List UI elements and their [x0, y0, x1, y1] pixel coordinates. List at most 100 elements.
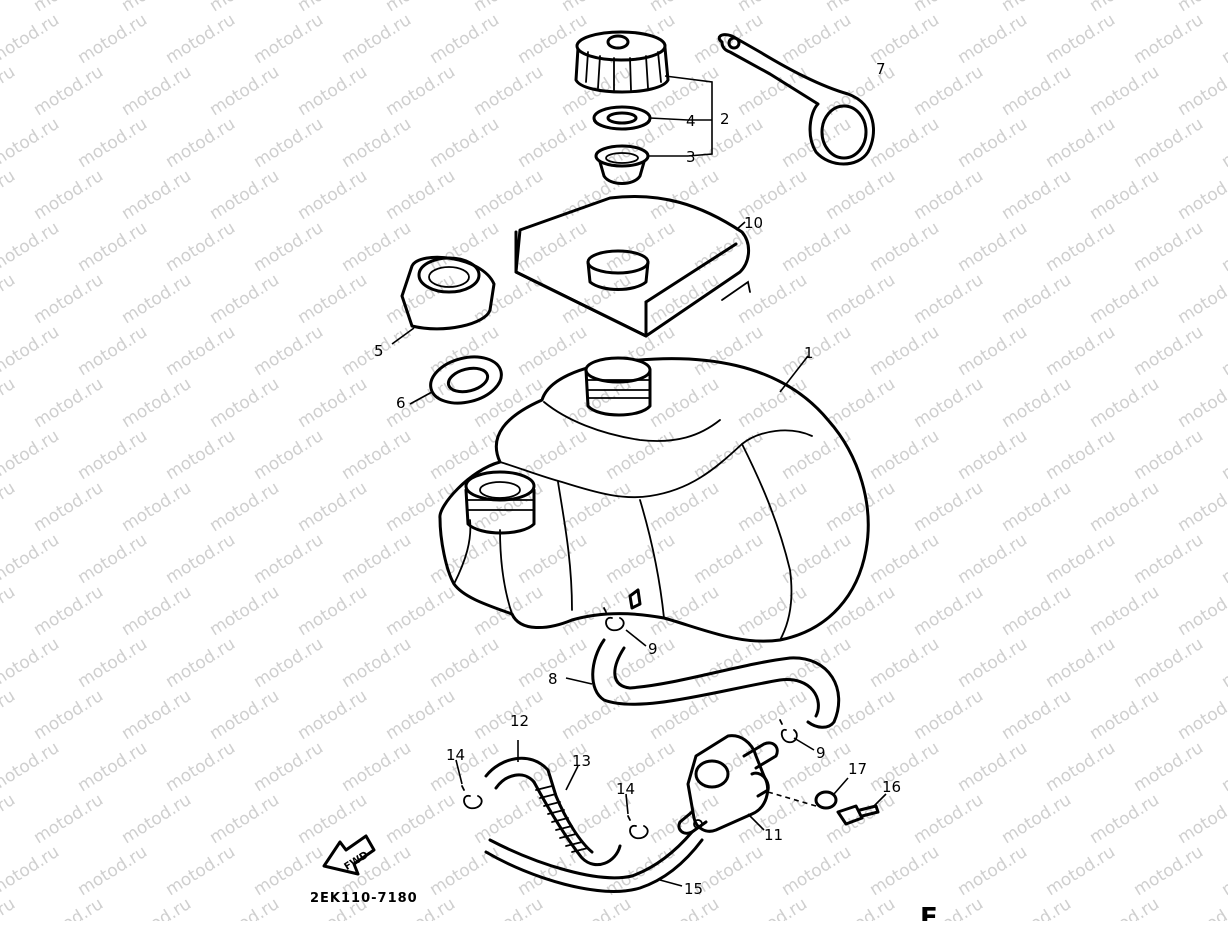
watermark-text: motod.ru: [250, 530, 327, 588]
watermark-text: motod.ru: [778, 842, 855, 900]
watermark-text: motod.ru: [1042, 634, 1119, 692]
watermark-text: motod.ru: [602, 530, 679, 588]
tank-side-neck: [464, 470, 536, 535]
watermark-text: motod.ru: [954, 10, 1031, 68]
watermark-text: motod.ru: [0, 166, 19, 224]
watermark-text: motod.ru: [1042, 738, 1119, 796]
long-hose-part-15: [484, 830, 704, 893]
watermark-text: motod.ru: [778, 322, 855, 380]
watermark-text: motod.ru: [866, 530, 943, 588]
watermark-text: motod.ru: [338, 426, 415, 484]
watermark-text: motod.ru: [998, 374, 1075, 432]
watermark-text: motod.ru: [382, 166, 459, 224]
watermark-text: motod.ru: [866, 426, 943, 484]
callout-16: 16: [882, 778, 901, 796]
watermark-text: motod.ru: [426, 114, 503, 172]
watermark-text: motod.ru: [910, 478, 987, 536]
watermark-text: motod.ru: [1130, 530, 1207, 588]
watermark-text: motod.ru: [250, 426, 327, 484]
watermark-text: motod.ru: [30, 790, 107, 848]
watermark-text: motod.ru: [734, 582, 811, 640]
watermark-text: motod.ru: [998, 894, 1075, 921]
watermark-text: motod.ru: [1130, 842, 1207, 900]
watermark-text: motod.ru: [646, 894, 723, 921]
watermark-text: motod.ru: [1086, 478, 1163, 536]
watermark-text: motod.ru: [30, 270, 107, 328]
diagram-code: 2EK110-7180: [310, 891, 418, 906]
watermark-text: motod.ru: [998, 62, 1075, 120]
watermark-text: motod.ru: [0, 634, 63, 692]
watermark-text: motod.ru: [206, 374, 283, 432]
watermark-text: motod.ru: [0, 62, 19, 120]
watermark-text: motod.ru: [1218, 738, 1228, 796]
watermark-text: motod.ru: [0, 10, 63, 68]
watermark-text: motod.ru: [954, 114, 1031, 172]
watermark-text: motod.ru: [382, 478, 459, 536]
watermark-text: motod.ru: [1130, 426, 1207, 484]
callout-2: 2: [720, 110, 730, 128]
watermark-text: motod.ru: [910, 0, 987, 16]
watermark-text: motod.ru: [1218, 842, 1228, 900]
watermark-text: motod.ru: [1042, 530, 1119, 588]
spring-hose-part-13: [532, 780, 622, 867]
watermark-text: motod.ru: [74, 218, 151, 276]
watermark-text: motod.ru: [250, 738, 327, 796]
watermark-text: motod.ru: [74, 322, 151, 380]
watermark-text: motod.ru: [866, 634, 943, 692]
watermark-text: motod.ru: [1086, 790, 1163, 848]
watermark-text: motod.ru: [602, 218, 679, 276]
watermark-text: motod.ru: [162, 530, 239, 588]
watermark-text: motod.ru: [514, 10, 591, 68]
watermark-text: motod.ru: [74, 738, 151, 796]
watermark-text: motod.ru: [382, 686, 459, 744]
watermark-text: motod.ru: [998, 582, 1075, 640]
watermark-text: motod.ru: [1174, 0, 1228, 16]
gasket-part-4: [592, 105, 652, 131]
watermark-text: motod.ru: [1174, 374, 1228, 432]
callout-1: 1: [804, 344, 814, 362]
watermark-text: motod.ru: [866, 738, 943, 796]
watermark-text: motod.ru: [206, 478, 283, 536]
watermark-text: motod.ru: [338, 218, 415, 276]
watermark-text: motod.ru: [206, 582, 283, 640]
watermark-text: motod.ru: [0, 270, 19, 328]
watermark-text: motod.ru: [778, 218, 855, 276]
watermark-text: motod.ru: [426, 842, 503, 900]
watermark-text: motod.ru: [294, 374, 371, 432]
watermark-text: motod.ru: [1130, 114, 1207, 172]
watermark-text: motod.ru: [1174, 270, 1228, 328]
watermark-text: motod.ru: [514, 530, 591, 588]
watermark-text: motod.ru: [338, 634, 415, 692]
watermark-text: motod.ru: [734, 894, 811, 921]
watermark-text: motod.ru: [382, 62, 459, 120]
watermark-text: motod.ru: [822, 478, 899, 536]
watermark-text: motod.ru: [1218, 218, 1228, 276]
watermark-text: motod.ru: [0, 738, 63, 796]
watermark-text: motod.ru: [822, 166, 899, 224]
watermark-text: motod.ru: [1086, 62, 1163, 120]
callout-labels: 1 2 3 4 5 6 7 8 9 9 10 11 12 13 14 14 15…: [374, 60, 901, 898]
watermark-text: motod.ru: [910, 166, 987, 224]
watermark-text: motod.ru: [0, 374, 19, 432]
watermark-text: motod.ru: [1218, 322, 1228, 380]
watermark-text: motod.ru: [558, 166, 635, 224]
watermark-text: motod.ru: [30, 166, 107, 224]
callout-14-right: 14: [616, 780, 635, 798]
seal-part-6: [429, 355, 503, 405]
callout-3: 3: [686, 148, 696, 166]
watermark-text: motod.ru: [250, 218, 327, 276]
watermark-text: motod.ru: [910, 686, 987, 744]
watermark-text: motod.ru: [1042, 842, 1119, 900]
watermark-text: motod.ru: [470, 894, 547, 921]
watermark-text: motod.ru: [294, 582, 371, 640]
callout-6: 6: [396, 394, 406, 412]
watermark-text: motod.ru: [1174, 686, 1228, 744]
watermark-text: motod.ru: [602, 738, 679, 796]
watermark-text: motod.ru: [954, 530, 1031, 588]
washer-part-17: [814, 790, 838, 810]
watermark-text: motod.ru: [206, 62, 283, 120]
tank-filler-neck: [584, 356, 652, 417]
callout-9-upper: 9: [648, 640, 658, 658]
watermark-text: motod.ru: [206, 686, 283, 744]
